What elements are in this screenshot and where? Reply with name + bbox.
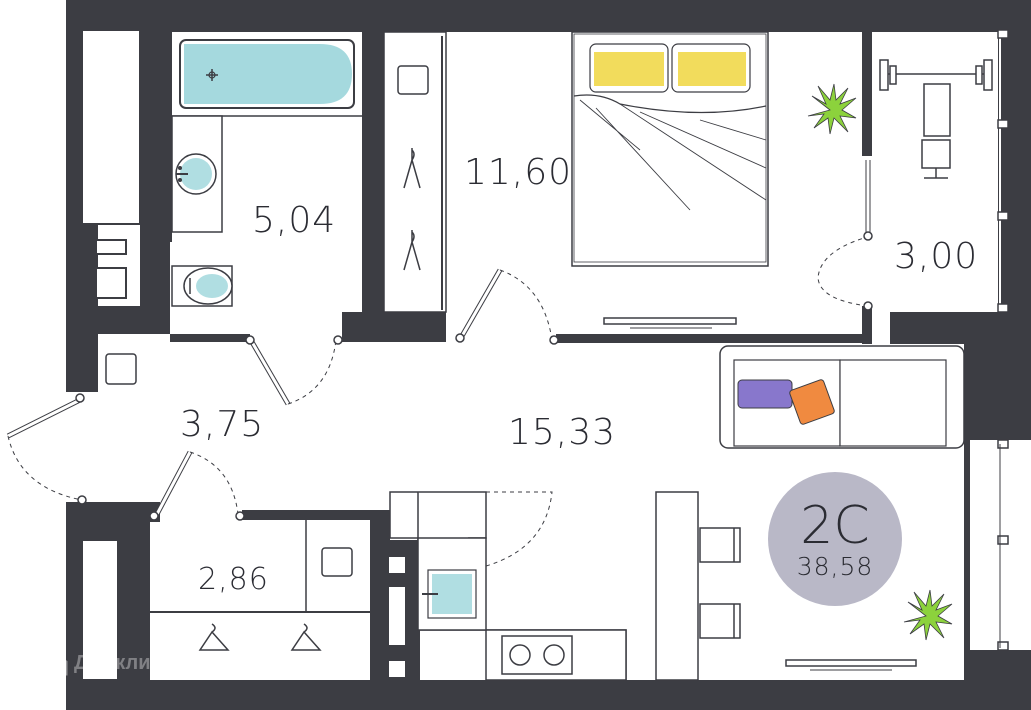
tv-icon — [603, 317, 737, 329]
wall-right-lower — [964, 650, 1031, 710]
wall-dress-right — [998, 32, 1008, 314]
cooktop-icon — [501, 635, 573, 675]
bench-icon — [921, 83, 951, 179]
wall-bath-bedroom — [362, 32, 384, 312]
plant-icon — [807, 83, 857, 135]
wall-pillar-left — [342, 312, 446, 342]
wall-dress-post — [862, 32, 872, 156]
wall-dress-corner — [890, 312, 1008, 344]
washing-machine-icon — [105, 353, 137, 385]
kitchen-door-swing — [485, 491, 553, 567]
shaft-1 — [95, 239, 127, 255]
apartment-type-badge: 2С 38,58 — [768, 472, 902, 606]
watermark: Домклик — [40, 650, 161, 676]
toilet-icon — [171, 265, 233, 307]
bar-stool-icon — [699, 527, 741, 563]
room-area-dressing: 3,00 — [894, 236, 979, 277]
watermark-text: Домклик — [74, 651, 161, 674]
bed-icon — [571, 31, 769, 267]
bath-wall-step — [140, 242, 170, 306]
room-area-storage: 2,86 — [198, 562, 269, 597]
room-area-bedroom: 11,60 — [464, 152, 573, 193]
bath-wall-side — [140, 32, 172, 242]
room-area-bathroom: 5,04 — [252, 200, 337, 241]
apartment-type-label: 2С — [800, 496, 870, 556]
cushion-icon — [789, 379, 835, 425]
sink-icon — [171, 115, 223, 233]
house-logo-icon — [40, 650, 68, 676]
dumbbell-icon — [879, 59, 993, 91]
total-area-label: 38,58 — [796, 552, 874, 581]
room-area-living: 15,33 — [508, 412, 617, 453]
storage-small-2 — [387, 585, 407, 647]
wall-dress-base — [862, 306, 872, 344]
kitchen-sink-icon — [422, 569, 477, 619]
cushion-icon — [737, 379, 793, 409]
doors — [6, 160, 871, 518]
plant-icon — [903, 589, 953, 641]
storage-cabinet — [81, 539, 119, 681]
bar-stool-icon — [699, 603, 741, 639]
hanger-icon — [403, 230, 421, 271]
bath-wall-base — [98, 306, 170, 334]
wardrobe-left — [81, 29, 141, 225]
wall-top — [66, 0, 1031, 32]
wall-bath-bottom — [170, 334, 250, 342]
wall-bedroom-bottom — [556, 334, 862, 343]
bathtub-icon — [179, 39, 355, 109]
wall-storage-top — [242, 510, 390, 520]
wall-right-frame — [964, 440, 970, 650]
wall-storage-right — [370, 510, 390, 680]
wall-bottom — [66, 680, 1031, 710]
hanger-icon — [290, 623, 322, 651]
shaft-2 — [95, 267, 127, 299]
storage-small-3 — [387, 659, 407, 679]
sofa-icon — [719, 345, 965, 449]
hanger-icon — [198, 623, 230, 651]
tv-icon — [785, 659, 917, 671]
storage-small-1 — [387, 555, 407, 575]
storage-rail — [150, 520, 370, 651]
bar-counter — [655, 491, 699, 681]
hanger-icon — [403, 148, 421, 189]
room-area-hallway: 3,75 — [180, 404, 265, 445]
